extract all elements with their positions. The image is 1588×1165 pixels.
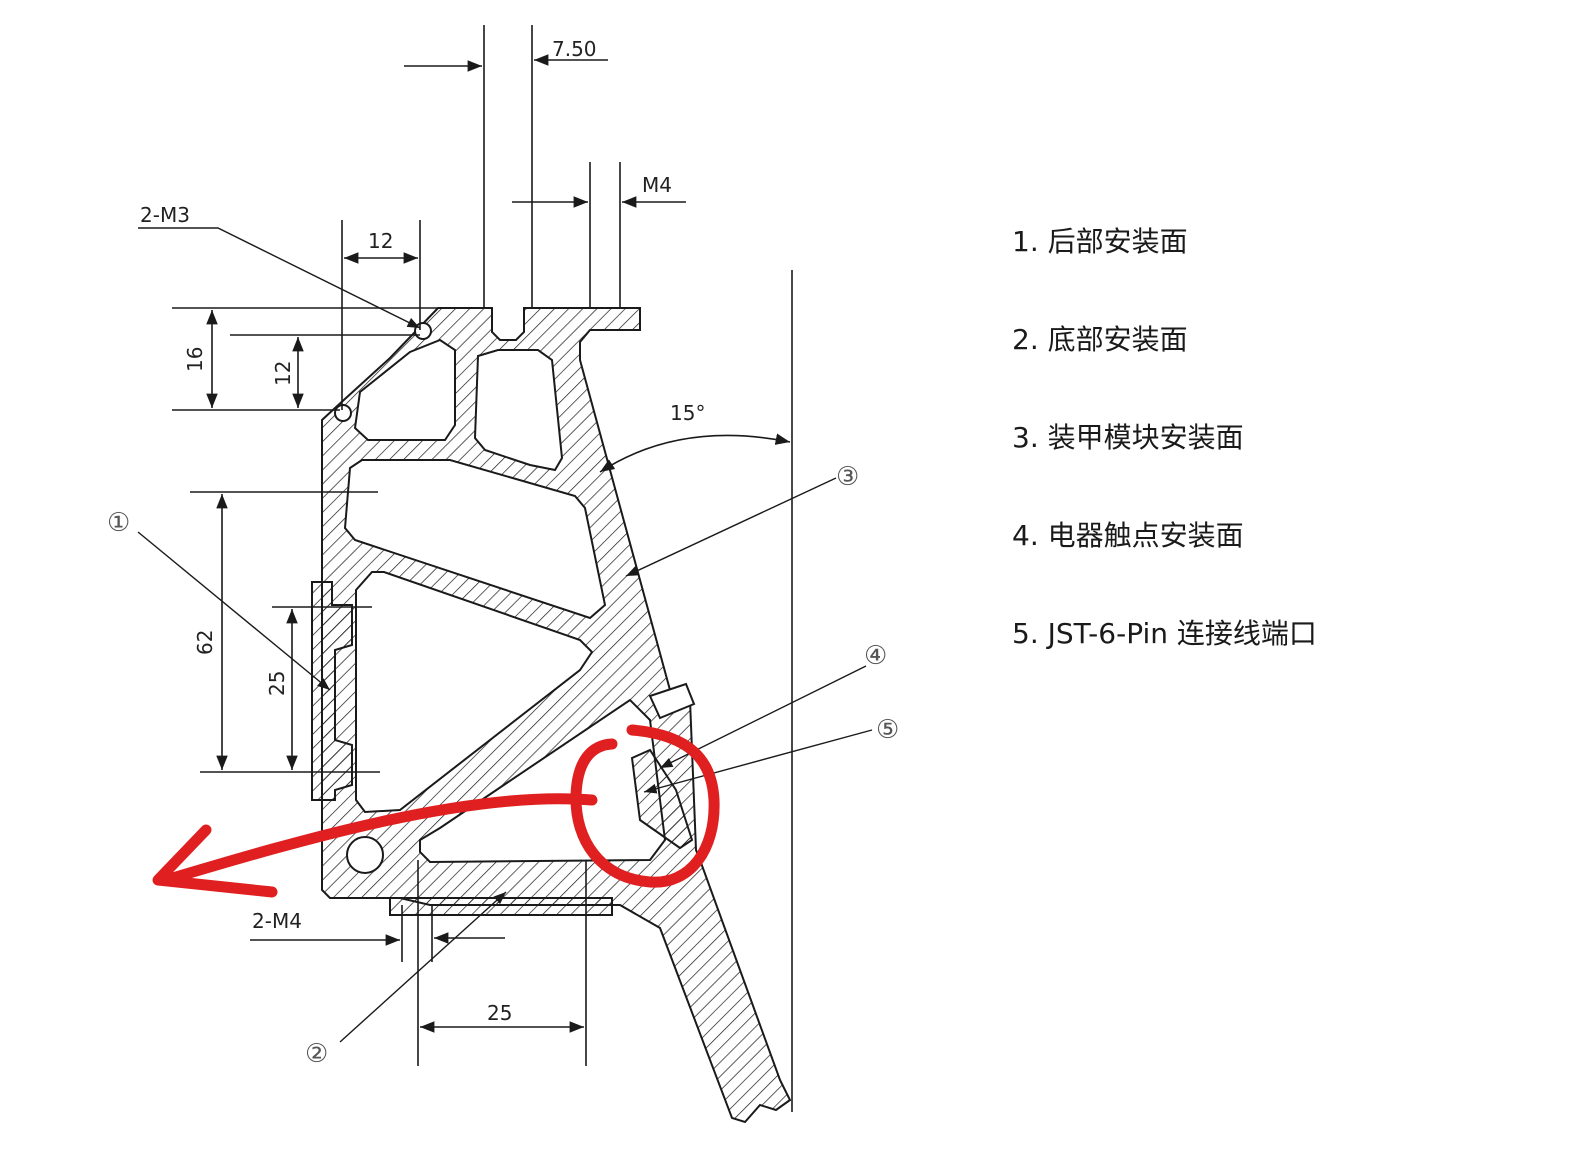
callout-4: ④ [864,641,887,671]
callout-3: ③ [836,462,859,492]
cavity-lower [355,571,594,814]
left-slot-block [311,581,353,801]
m3-hole-top [414,322,432,340]
legend-item-2: 2. 底部安装面 [1012,323,1188,356]
dim-hole-spacing: 12 [368,229,393,253]
dim-top-offset: 7.50 [552,37,597,61]
cavity-top-left [353,338,456,441]
legend-item-1: 1. 后部安装面 [1012,225,1188,258]
dim-hole-callout: 2-M3 [140,203,190,227]
callout-2: ② [305,1039,328,1069]
reference-lines [172,25,793,1112]
dim-height-outer: 16 [183,347,207,372]
dimension-arrows [206,54,791,1033]
bottom-hole [346,836,384,874]
dim-left-height: 62 [193,630,217,655]
bottom-mount-bar [389,897,613,916]
top-clip [648,682,696,720]
legend-item-5: 5. JST-6-Pin 连接线端口 [1012,617,1317,650]
callout-1: ① [107,508,130,538]
profile-section [311,307,792,1124]
red-arrow-shaft [160,793,598,886]
red-annotation [152,724,720,898]
dim-bottom-spacing: 25 [487,1001,512,1025]
m3-hole-left [334,404,352,422]
legend-item-4: 4. 电器触点安装面 [1012,519,1244,552]
dim-height-inner: 12 [271,361,295,386]
callout-5: ⑤ [876,715,899,745]
dim-angle: 15° [670,401,705,425]
dim-bottom-thread: 2-M4 [252,909,302,933]
red-circle-mark [570,724,720,888]
red-arrow-head [152,824,278,898]
legend-item-3: 3. 装甲模块安装面 [1012,421,1244,454]
cavity-middle [343,459,607,620]
dim-top-thread: M4 [642,173,672,197]
contact-block [630,748,694,850]
cavity-top-right [473,349,564,472]
legend-list: 1. 后部安装面 2. 底部安装面 3. 装甲模块安装面 4. 电器触点安装面 … [1012,222,1532,712]
dim-left-inner-height: 25 [265,671,289,696]
